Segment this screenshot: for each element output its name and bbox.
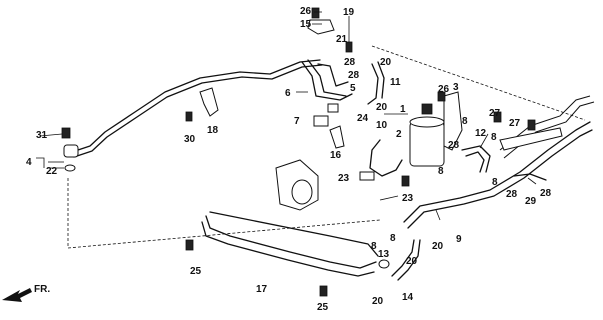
label-9: 9 <box>456 234 462 245</box>
label-26a: 26 <box>300 6 312 17</box>
label-16: 16 <box>330 150 342 161</box>
label-31: 31 <box>36 130 48 141</box>
label-28a: 28 <box>344 57 356 68</box>
bolt-25b <box>319 285 328 297</box>
label-20b: 20 <box>376 102 388 113</box>
cooler-pipe-9b <box>407 129 593 229</box>
bolt-31 <box>61 127 71 139</box>
hose-fitting-left <box>63 144 79 158</box>
pressure-hose <box>71 59 321 153</box>
label-1: 1 <box>400 104 406 115</box>
label-8c: 8 <box>491 132 497 143</box>
label-8e: 8 <box>390 233 396 244</box>
bolt-30 <box>185 111 193 122</box>
label-26b: 26 <box>438 84 450 95</box>
label-22: 22 <box>46 166 58 177</box>
bracket-15 <box>307 19 335 35</box>
bolt-23b <box>401 175 410 187</box>
label-6: 6 <box>285 88 291 99</box>
label-7: 7 <box>294 116 300 127</box>
reservoir-2 <box>409 121 445 167</box>
front-arrow-icon <box>2 288 32 302</box>
label-5: 5 <box>350 83 356 94</box>
label-11: 11 <box>390 77 401 88</box>
oil-cooler-17c <box>209 211 379 257</box>
hose-12 <box>461 145 491 173</box>
guide-line-top <box>371 45 586 121</box>
label-10: 10 <box>376 120 388 131</box>
hose-6 <box>317 63 349 87</box>
oil-cooler-17 <box>205 215 377 269</box>
bolt-25a <box>185 239 194 251</box>
bolt-26-right <box>437 91 446 102</box>
hose-14 <box>391 239 415 277</box>
label-20a: 20 <box>380 57 392 68</box>
cooler-pipe-right <box>499 95 591 151</box>
label-18: 18 <box>207 125 219 136</box>
label-12: 12 <box>475 128 487 139</box>
oil-cooler-17b <box>201 221 375 277</box>
label-8b: 8 <box>438 166 444 177</box>
label-23a: 23 <box>338 173 350 184</box>
hose-29 <box>513 173 547 181</box>
label-17: 17 <box>256 284 268 295</box>
pump-housing-port <box>291 179 313 205</box>
label-30: 30 <box>184 134 196 145</box>
label-25a: 25 <box>190 266 202 277</box>
cooler-pipe-9 <box>403 121 591 223</box>
bolt-27a <box>493 111 502 123</box>
return-hose-11 <box>367 63 379 105</box>
label-19: 19 <box>343 7 355 18</box>
guide-line-left <box>67 178 381 249</box>
hose-5b <box>307 59 347 97</box>
callout-labels: 26 15 19 21 28 20 28 11 6 5 20 24 7 18 3… <box>26 6 552 313</box>
label-28c: 28 <box>448 140 460 151</box>
label-28e: 28 <box>540 188 552 199</box>
cap-1 <box>421 103 433 115</box>
label-20d: 20 <box>406 256 418 267</box>
label-29: 29 <box>525 196 537 207</box>
label-14: 14 <box>402 292 414 303</box>
label-13: 13 <box>378 249 390 260</box>
label-20c: 20 <box>432 241 444 252</box>
part-26-top <box>311 7 320 19</box>
label-24: 24 <box>357 113 369 124</box>
leader-lines <box>36 11 537 221</box>
clamp-23 <box>359 171 375 181</box>
clamp-24 <box>327 103 339 113</box>
hose-5 <box>301 61 353 101</box>
label-8f: 8 <box>371 241 377 252</box>
bracket-16 <box>329 125 345 149</box>
clamp-13 <box>378 259 390 269</box>
label-20e: 20 <box>372 296 384 307</box>
label-23b: 23 <box>402 193 414 204</box>
label-15: 15 <box>300 19 312 30</box>
gasket-22 <box>64 164 76 172</box>
label-3: 3 <box>453 82 459 93</box>
hose-12b <box>465 151 485 173</box>
bracket-right <box>499 127 563 151</box>
label-28b: 28 <box>348 70 360 81</box>
label-8d: 8 <box>492 177 498 188</box>
label-27b: 27 <box>509 118 521 129</box>
label-28d: 28 <box>506 189 518 200</box>
label-21: 21 <box>336 34 348 45</box>
label-2: 2 <box>396 129 402 140</box>
hose-10 <box>369 139 403 177</box>
return-hose-11b <box>377 61 385 99</box>
reservoir-cap <box>409 116 445 128</box>
label-8a: 8 <box>462 116 468 127</box>
bracket-3 <box>443 91 463 151</box>
bracket-7 <box>313 115 329 127</box>
label-4: 4 <box>26 157 32 168</box>
label-27a: 27 <box>489 108 501 119</box>
bolt-27b <box>527 119 536 131</box>
hose-14b <box>397 239 421 281</box>
label-fr: FR. <box>34 284 50 295</box>
pressure-hose-outer <box>73 64 323 158</box>
label-25b: 25 <box>317 302 329 313</box>
bracket-18 <box>199 87 219 117</box>
